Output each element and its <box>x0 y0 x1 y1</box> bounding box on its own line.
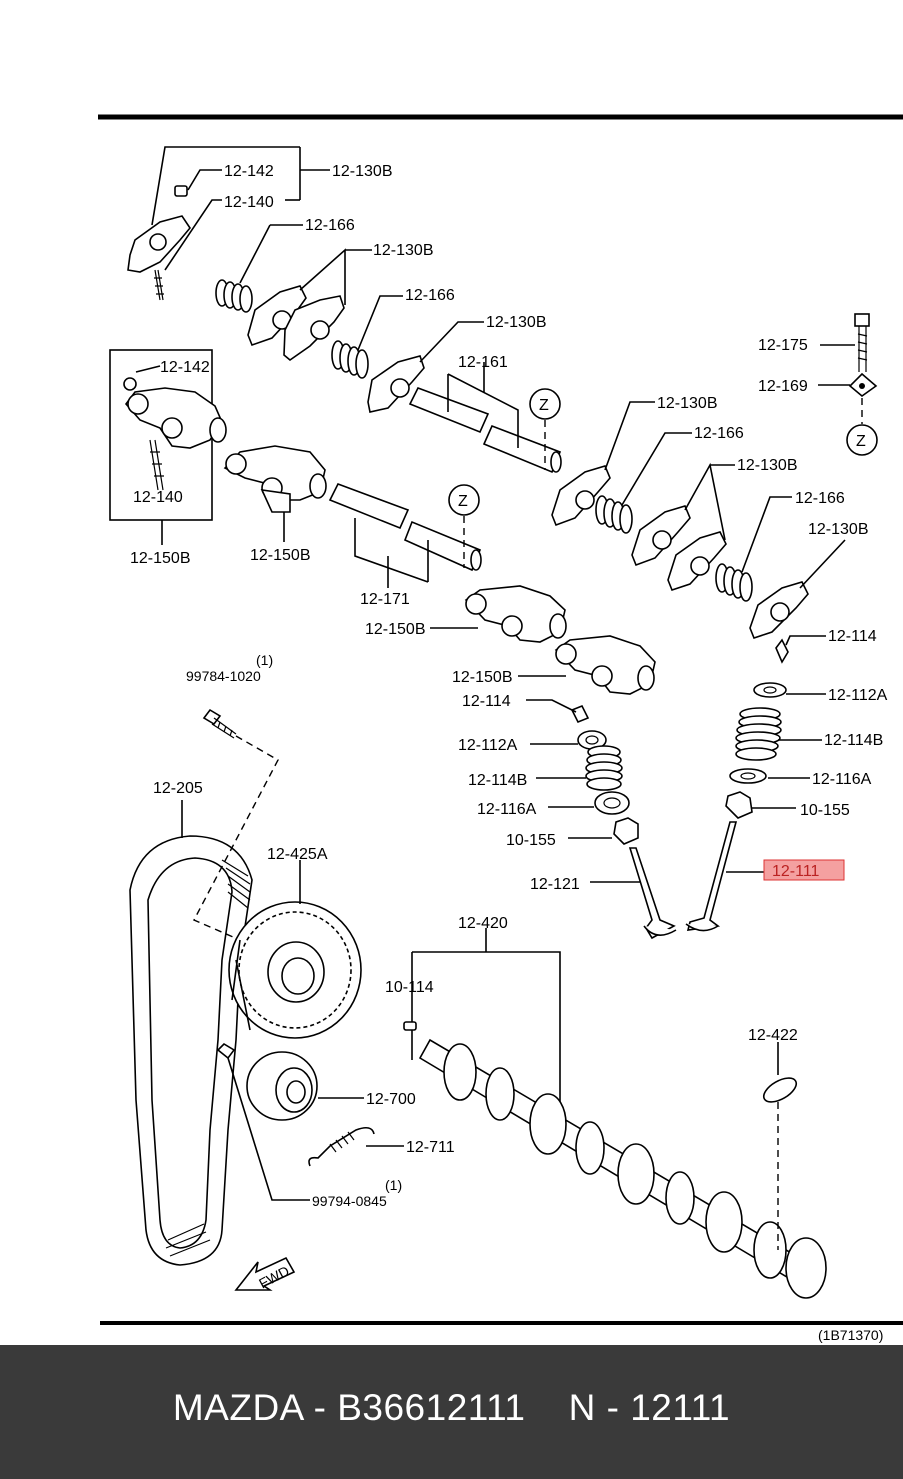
ref-circle-z <box>448 484 480 516</box>
spring-part <box>715 563 753 602</box>
engine-parts-diagram: (1B71370) 12-142 12-130B 12-140 12-166 1… <box>98 114 903 1343</box>
valve-seal-part <box>613 817 639 845</box>
tension-spring-part <box>308 1126 375 1167</box>
ref-circle-z <box>529 388 561 420</box>
label-12-150b-box: 12-150B <box>130 550 191 567</box>
valve-spring-part <box>735 707 782 761</box>
ref-circle-z <box>846 424 878 456</box>
label-10-155-r: 10-155 <box>800 802 850 819</box>
highlight-12-111 <box>763 859 845 881</box>
label-99794: 99794-0845 <box>312 1193 387 1209</box>
label-12-140-box: 12-140 <box>133 489 183 506</box>
label-12-112a-r: 12-112A <box>828 687 888 704</box>
label-12-130b-f: 12-130B <box>808 521 869 538</box>
valve-key-part <box>570 704 590 724</box>
label-10-155-l: 10-155 <box>506 832 556 849</box>
label-12-420: 12-420 <box>458 915 508 932</box>
label-10-114: 10-114 <box>385 979 434 996</box>
label-1-b: (1) <box>385 1177 402 1193</box>
label-12-112a-l: 12-112A <box>458 737 518 754</box>
leader-lines-top <box>151 146 330 271</box>
label-12-116a-r: 12-116A <box>812 771 872 788</box>
label-12-121: 12-121 <box>530 876 580 893</box>
label-12-422: 12-422 <box>748 1027 798 1044</box>
label-12-700: 12-700 <box>366 1091 416 1108</box>
label-12-166-a: 12-166 <box>305 217 355 234</box>
spring-part <box>595 495 633 534</box>
label-12-175: 12-175 <box>758 337 808 354</box>
valve-seal-part <box>725 791 753 819</box>
label-12-116a-l: 12-116A <box>477 801 537 818</box>
spring-part <box>215 279 253 313</box>
valve-spring-part <box>585 745 623 791</box>
label-12-114b-r: 12-114B <box>824 732 883 749</box>
rocker-pair-part <box>464 585 567 643</box>
rocker-shaft-part <box>328 483 482 572</box>
label-12-130b-b: 12-130B <box>373 242 434 259</box>
label-z-2: Z <box>856 433 866 450</box>
camshaft-part <box>418 1038 827 1299</box>
label-12-169: 12-169 <box>758 378 808 395</box>
footer-bar: MAZDA - B36612111 N - 12111 <box>0 1345 903 1479</box>
label-12-166-b: 12-166 <box>405 287 455 304</box>
plug-part <box>762 1077 798 1103</box>
camshaft-pulley-part <box>228 901 362 1039</box>
label-12-130b-top: 12-130B <box>332 163 393 180</box>
label-12-711: 12-711 <box>406 1139 455 1156</box>
rocker-arm-part <box>367 355 425 413</box>
rocker-arm-part <box>551 465 611 527</box>
spring-seat-part <box>729 768 767 784</box>
part-number-caption: MAZDA - B36612111 N - 12111 <box>172 1387 731 1428</box>
label-12-130b-d: 12-130B <box>657 395 718 412</box>
label-12-150b-a: 12-150B <box>250 547 311 564</box>
label-99784: 99784-1020 <box>186 668 261 684</box>
rocker-shaft-part <box>408 387 562 474</box>
rocker-arm-part <box>127 185 191 301</box>
label-12-142-box: 12-142 <box>160 359 210 376</box>
rocker-arm-part <box>749 581 809 639</box>
label-12-130b-e: 12-130B <box>737 457 798 474</box>
exhaust-valve-part <box>685 821 738 932</box>
label-12-114b-l: 12-114B <box>468 772 527 789</box>
label-12-166-c: 12-166 <box>694 425 744 442</box>
intake-valve-part <box>628 847 677 940</box>
rocker-pair-part <box>223 445 327 513</box>
label-12-150b-b: 12-150B <box>365 621 426 638</box>
label-12-171: 12-171 <box>360 591 410 608</box>
valve-key-part <box>775 638 789 664</box>
label-1-a: (1) <box>256 652 273 668</box>
bolt-part <box>202 708 237 739</box>
label-12-114-r: 12-114 <box>828 628 877 645</box>
rocker-arm-part <box>631 505 727 591</box>
reference-code: (1B71370) <box>818 1327 883 1343</box>
bolt-part <box>848 313 878 398</box>
label-z-1: Z <box>539 397 549 414</box>
label-12-142-top: 12-142 <box>224 163 274 180</box>
label-z-3: Z <box>458 493 468 510</box>
rocker-pair-part <box>554 635 656 695</box>
label-12-161: 12-161 <box>458 354 508 371</box>
label-12-140-top: 12-140 <box>224 194 274 211</box>
rocker-pair-part <box>123 377 227 491</box>
label-12-130b-c: 12-130B <box>486 314 547 331</box>
label-12-111: 12-111 <box>772 863 820 880</box>
tensioner-pulley-part <box>216 1042 318 1121</box>
label-12-425a: 12-425A <box>267 846 328 863</box>
label-12-150b-c: 12-150B <box>452 669 513 686</box>
spring-seat-part <box>594 791 630 815</box>
label-12-166-d: 12-166 <box>795 490 845 507</box>
label-12-205: 12-205 <box>153 780 203 797</box>
label-12-114-l: 12-114 <box>462 693 511 710</box>
spring-seat-part <box>753 682 787 698</box>
forward-arrow-icon <box>234 1256 296 1291</box>
dowel-pin-part <box>403 1021 417 1031</box>
rocker-arm-part <box>247 285 345 362</box>
spring-part <box>331 340 369 379</box>
